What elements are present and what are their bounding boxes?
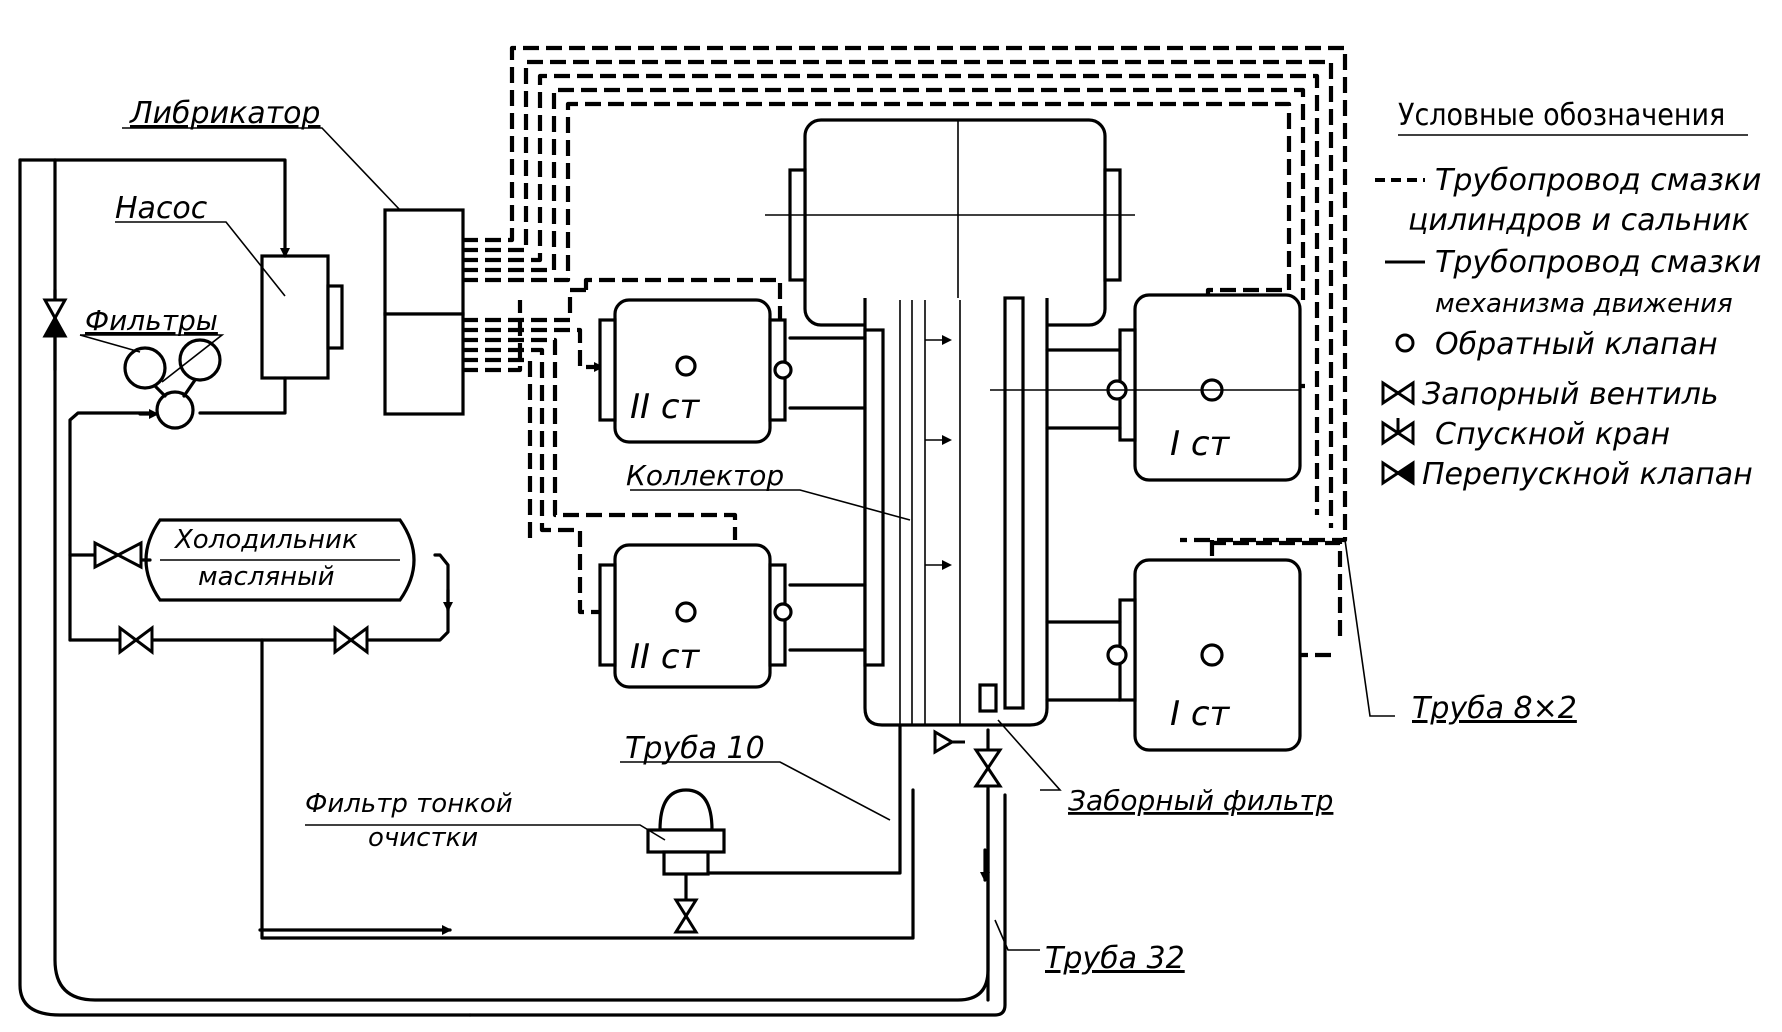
cylinder-stage2-lower	[598, 543, 867, 689]
cylinder-stage2-upper	[598, 298, 867, 444]
label-stage1-lower: I ст	[1170, 694, 1231, 734]
cylinder-stage1-upper	[990, 293, 1302, 482]
label-pipe-10: Труба 10	[625, 731, 765, 766]
label-intake-filter: Заборный фильтр	[1068, 784, 1333, 817]
shutoff-valve-left-icon	[118, 625, 154, 655]
label-filters: Фильтры	[85, 304, 218, 337]
oil-cooler	[133, 518, 416, 602]
label-lubricator: Либрикатор	[129, 96, 320, 131]
cylinder-stage1-lower	[1045, 558, 1302, 752]
legend-title: Условные обозначения	[1398, 98, 1725, 133]
legend-item-4: Запорный вентиль	[1422, 377, 1719, 412]
bypass-valve-icon	[42, 298, 68, 338]
label-cooler-line1: Холодильник	[173, 525, 358, 555]
frame	[863, 296, 1049, 727]
filters	[123, 338, 222, 430]
shutoff-valve-bottom-icon	[973, 748, 1003, 788]
lubricator	[383, 208, 476, 416]
legend-item-1-line2: цилиндров и сальник	[1408, 203, 1750, 238]
legend-item-5: Спускной кран	[1435, 417, 1670, 452]
label-pump: Насос	[115, 191, 208, 226]
legend-item-1-line1: Трубопровод смазки	[1435, 163, 1761, 198]
label-stage2-lower: II ст	[630, 637, 701, 677]
shutoff-valve-cooler-icon	[93, 540, 143, 570]
check-valve-icon	[1395, 333, 1415, 353]
legend-item-2-line1: Трубопровод смазки	[1435, 245, 1761, 280]
mechanism-lube-lines	[18, 158, 1007, 1017]
label-stage2-upper: II ст	[630, 387, 701, 427]
label-stage1-upper: I ст	[1170, 424, 1231, 464]
legend-item-6: Перепускной клапан	[1422, 457, 1753, 492]
label-cooler-line2: масляный	[198, 562, 335, 592]
label-fine-filter-line2: очистки	[368, 823, 478, 853]
legend-item-3: Обратный клапан	[1435, 327, 1718, 362]
label-fine-filter-line1: Фильтр тонкой	[305, 789, 513, 819]
label-collector: Коллектор	[626, 459, 784, 492]
drain-cock-icon	[933, 729, 965, 755]
leader-lines	[79, 127, 1395, 951]
pump	[260, 254, 344, 380]
diagram-labels: Либрикатор Насос Фильтры Холодильник мас…	[85, 96, 1577, 976]
bypass-valve-legend-icon	[1381, 460, 1401, 486]
fine-filter	[646, 788, 726, 876]
drain-cock-legend-icon	[1381, 418, 1415, 446]
legend-item-2-line2: механизма движения	[1435, 289, 1733, 319]
shutoff-valve-filter-icon	[673, 898, 699, 934]
legend: Условные обозначения Трубопровод смазки …	[1375, 98, 1761, 492]
shutoff-valve-right-icon	[333, 625, 369, 655]
cylinder-block	[765, 118, 1135, 327]
shutoff-valve-legend-icon	[1381, 380, 1415, 406]
label-pipe-32: Труба 32	[1045, 941, 1185, 976]
label-pipe-8x2: Труба 8×2	[1412, 691, 1577, 726]
